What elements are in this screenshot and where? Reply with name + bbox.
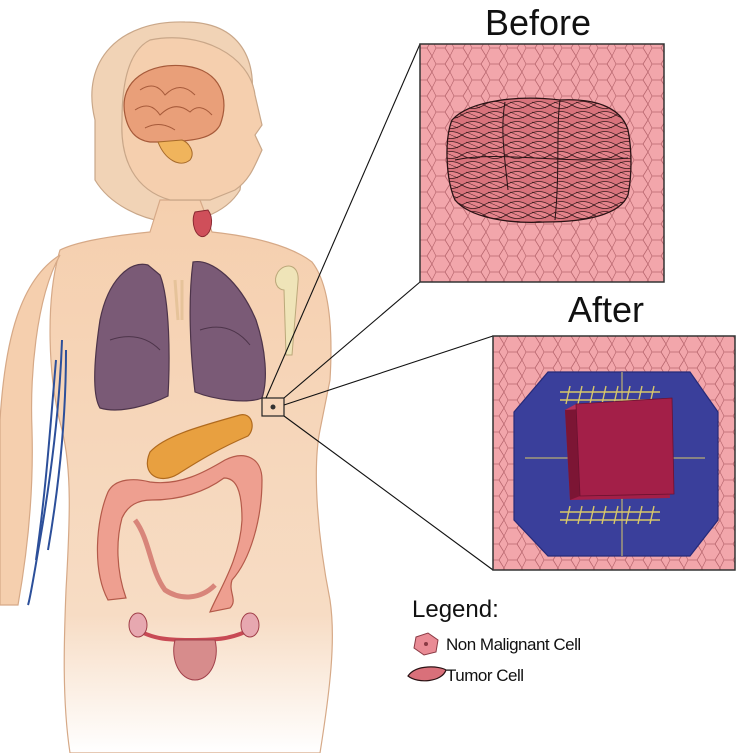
legend-title: Legend: xyxy=(412,596,499,624)
tumor-cell-icon xyxy=(408,667,446,681)
legend-label-non-malignant: Non Malignant Cell xyxy=(446,635,581,655)
thyroid xyxy=(193,210,211,237)
before-label: Before xyxy=(485,2,591,44)
tumor-mass xyxy=(447,98,631,222)
after-panel xyxy=(493,336,735,570)
legend-label-tumor: Tumor Cell xyxy=(446,666,524,686)
arm-veins xyxy=(28,340,66,605)
implant-cube xyxy=(565,398,674,500)
human-body xyxy=(0,22,332,753)
legend-icons xyxy=(408,633,446,681)
after-label: After xyxy=(568,289,644,331)
legend-item-non-malignant: Non Malignant Cell xyxy=(446,633,581,657)
tumor-site-dot xyxy=(271,405,276,410)
legend-item-tumor: Tumor Cell xyxy=(446,664,524,688)
before-panel xyxy=(420,44,664,282)
